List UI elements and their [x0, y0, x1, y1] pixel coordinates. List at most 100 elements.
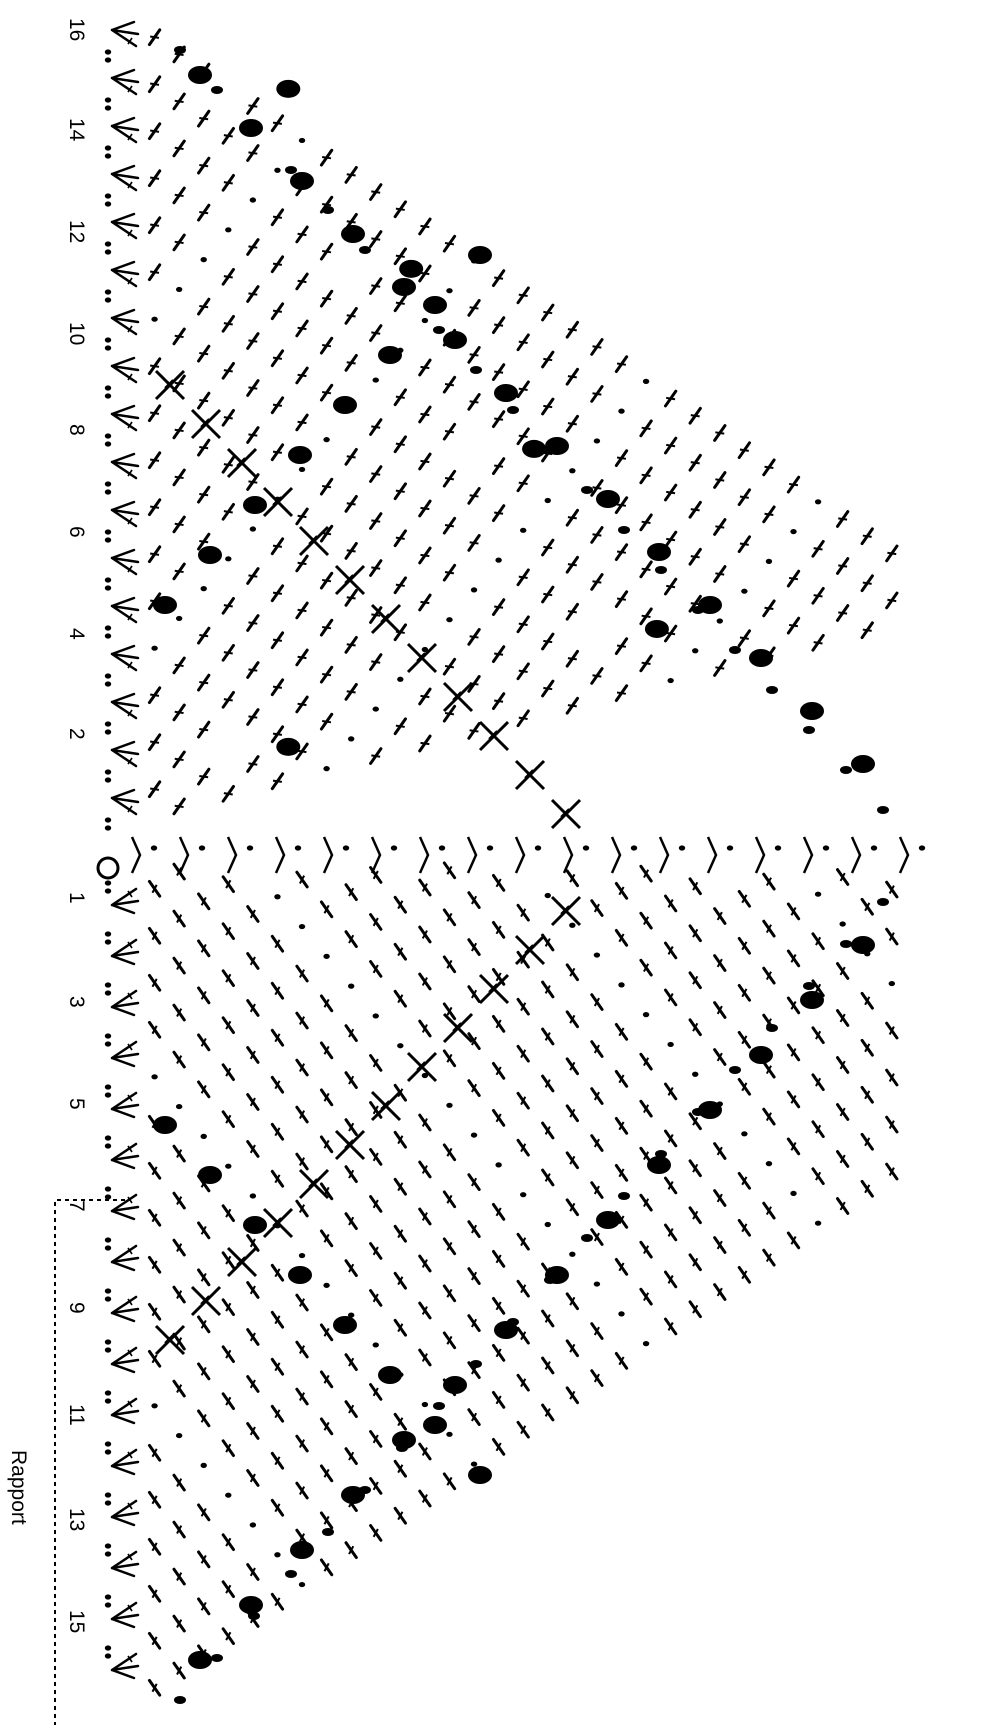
- stitch: [613, 1257, 630, 1276]
- stitch: [441, 955, 458, 974]
- fan: [112, 166, 138, 190]
- stitch: [294, 1387, 311, 1406]
- stitch: [318, 571, 335, 590]
- popcorn: [288, 1266, 312, 1284]
- stitch: [318, 665, 335, 684]
- fan: [112, 70, 138, 94]
- stitch: [195, 1550, 212, 1569]
- stitch: [490, 1343, 507, 1362]
- chain: [594, 438, 600, 443]
- stitch: [294, 225, 311, 244]
- picot: [766, 1024, 778, 1032]
- stitch: [662, 1223, 679, 1242]
- stitch: [711, 1047, 728, 1066]
- stitch: [367, 464, 384, 483]
- stitch: [269, 1263, 286, 1282]
- stitch: [736, 629, 753, 648]
- chain: [422, 1402, 428, 1407]
- stitch: [539, 397, 556, 416]
- stitch: [367, 1288, 384, 1307]
- stitch: [269, 1122, 286, 1141]
- stitch: [294, 1058, 311, 1077]
- stitch: [711, 1188, 728, 1207]
- fan: [112, 1654, 138, 1678]
- stitch: [269, 1028, 286, 1047]
- stitch: [834, 1008, 851, 1027]
- stitch: [220, 408, 237, 427]
- stitch: [294, 366, 311, 385]
- stitch: [367, 558, 384, 577]
- stitch: [490, 597, 507, 616]
- chain: [373, 706, 379, 711]
- crossed-stitches: [480, 975, 508, 1003]
- stitch: [711, 517, 728, 536]
- chain: [569, 923, 575, 928]
- stitch: [662, 1082, 679, 1101]
- chain: [105, 201, 111, 206]
- stitch: [760, 599, 777, 618]
- stitch: [539, 1168, 556, 1187]
- stitch: [638, 864, 655, 883]
- stitch: [760, 458, 777, 477]
- stitch: [687, 877, 704, 896]
- chain: [823, 845, 829, 850]
- chain: [201, 1463, 207, 1468]
- chain: [105, 1092, 111, 1097]
- popcorn: [851, 936, 875, 954]
- picot: [285, 166, 297, 174]
- stitch: [195, 673, 212, 692]
- stitch: [220, 1063, 237, 1082]
- stitch: [171, 421, 188, 440]
- stitch: [195, 939, 212, 958]
- stitch: [367, 276, 384, 295]
- picot: [322, 206, 334, 214]
- stitch: [687, 1206, 704, 1225]
- stitch: [269, 584, 286, 603]
- stitch: [613, 1351, 630, 1370]
- chain: [105, 681, 111, 686]
- stitch: [883, 927, 900, 946]
- stitch: [343, 1399, 360, 1418]
- chain: [201, 586, 207, 591]
- stitch: [171, 1567, 188, 1586]
- stitch: [244, 331, 261, 350]
- stitch: [515, 1091, 532, 1110]
- chain: [766, 1161, 772, 1166]
- chain: [105, 1288, 111, 1293]
- popcorn: [378, 346, 402, 364]
- chain: [105, 393, 111, 398]
- stitch: [392, 1459, 409, 1478]
- fan: [112, 1348, 138, 1372]
- popcorn: [800, 702, 824, 720]
- stitch: [392, 482, 409, 501]
- stitch: [146, 498, 163, 517]
- stitch: [294, 1481, 311, 1500]
- stitch: [220, 361, 237, 380]
- chain: [815, 892, 821, 897]
- stitch: [318, 1229, 335, 1248]
- stitch: [441, 1284, 458, 1303]
- stitch: [146, 1020, 163, 1039]
- stitch: [220, 1016, 237, 1035]
- fan: [112, 790, 138, 814]
- stitch: [662, 389, 679, 408]
- chain: [535, 845, 541, 850]
- stitch: [687, 500, 704, 519]
- stitch: [171, 1238, 188, 1257]
- stitch: [367, 182, 384, 201]
- stitch: [564, 869, 581, 888]
- stitch: [195, 156, 212, 175]
- stitch: [318, 242, 335, 261]
- picot: [803, 726, 815, 734]
- stitch: [859, 621, 876, 640]
- stitch: [588, 337, 605, 356]
- picot: [877, 898, 889, 906]
- repeat-bracket: [55, 1200, 125, 1725]
- popcorn: [290, 1541, 314, 1559]
- crossed-stitches: [516, 761, 544, 789]
- chain: [520, 528, 526, 533]
- stitch: [269, 1592, 286, 1611]
- stitch: [294, 1105, 311, 1124]
- stitch: [687, 453, 704, 472]
- stitch: [146, 879, 163, 898]
